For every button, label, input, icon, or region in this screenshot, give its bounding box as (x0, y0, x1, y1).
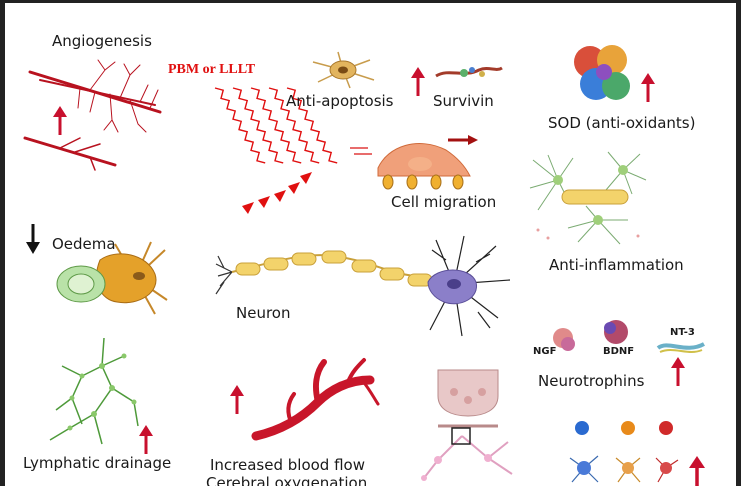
migrating-cell-illustration (350, 135, 478, 190)
label-anti-inflammation: Anti-inflammation (549, 256, 684, 274)
label-lymphatic-drainage: Lymphatic drainage (23, 454, 172, 472)
synapse-illustration (421, 369, 513, 481)
arrow-up-icon (53, 106, 67, 135)
laser-beam-illustration (214, 87, 338, 214)
label-neuron: Neuron (236, 304, 291, 322)
lymphatic-network-illustration (49, 337, 139, 445)
label-anti-apoptosis: Anti-apoptosis (286, 92, 394, 110)
label-survivin: Survivin (433, 92, 494, 110)
arrow-up-icon (230, 385, 244, 414)
astrocyte-vessel-illustration (56, 241, 168, 315)
label-neurotrophins: Neurotrophins (538, 372, 645, 390)
frame-left-border (0, 0, 5, 486)
cell-illustration (312, 51, 375, 89)
label-oedema: Oedema (52, 235, 116, 253)
glial-cells-illustration (569, 421, 679, 483)
label-cerebral-oxygenation: Cerebral oxygenation (206, 474, 368, 486)
blood-vessel-illustration (251, 358, 380, 441)
label-increased-blood-flow: Increased blood flow (210, 456, 365, 474)
label-cell-migration: Cell migration (391, 193, 497, 211)
label-pbm-or-lllt: PBM or LLLT (168, 62, 256, 77)
survivin-protein-illustration (435, 66, 503, 78)
microglia-network-illustration (529, 151, 647, 245)
bdnf-protein-illustration (604, 320, 628, 344)
sod-protein-structure-illustration (574, 45, 630, 100)
ngf-protein-illustration (553, 328, 575, 351)
arrow-up-icon (411, 67, 425, 96)
label-sod-anti-oxidants: SOD (anti-oxidants) (548, 114, 696, 132)
label-ngf: NGF (533, 346, 557, 357)
nt3-protein-illustration (656, 342, 705, 353)
label-nt3: NT-3 (670, 327, 695, 338)
arrow-up-icon (139, 425, 153, 454)
arrow-up-icon (689, 456, 705, 486)
frame-top-border (0, 0, 741, 3)
label-angiogenesis: Angiogenesis (52, 32, 152, 50)
arrow-up-icon (671, 357, 685, 386)
blood-vessel-network-illustration (23, 59, 162, 171)
neuron-illustration (215, 235, 511, 337)
frame-right-border (736, 0, 741, 486)
label-bdnf: BDNF (603, 346, 635, 357)
arrow-up-icon (641, 73, 655, 102)
arrow-down-icon (26, 224, 40, 254)
